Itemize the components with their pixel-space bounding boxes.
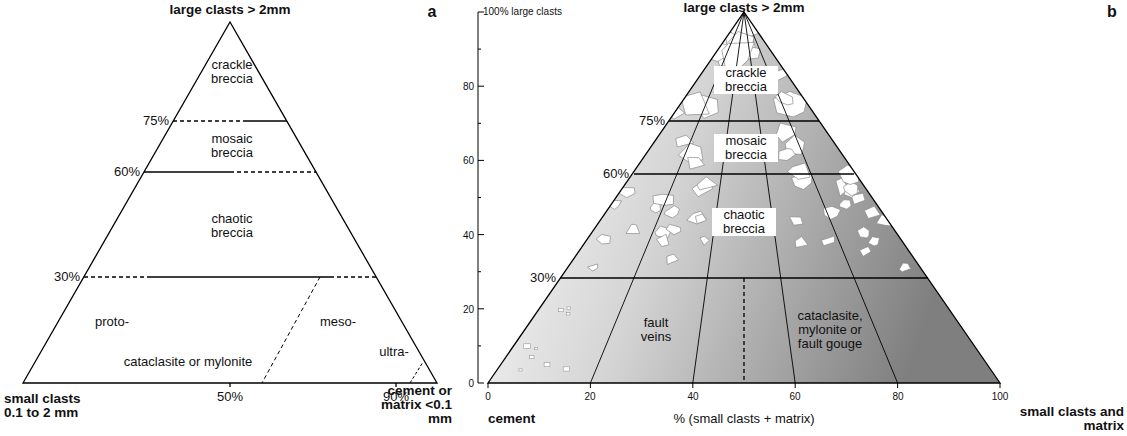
clast [789,217,803,226]
tick [488,383,489,388]
clast [795,236,808,247]
clast [566,313,570,316]
axis-number: 60 [463,155,474,166]
clast-texture [519,4,911,371]
clast [544,363,550,367]
axis-number: 60 [789,391,800,402]
clast [839,200,851,209]
clast [596,235,610,244]
panel-letter: a [428,5,437,19]
clast [899,263,910,272]
panel-letter: b [1107,5,1117,19]
field-label: meso- [320,315,356,329]
tick [478,345,481,346]
clast [626,224,640,233]
axis-number: 80 [892,391,903,402]
field-label: proto- [95,315,129,329]
axis-title: 100% large clasts [483,6,562,17]
field-label: cataclasite, mylonite or fault gouge [787,309,873,351]
field-label: cataclasite or mylonite [124,355,253,369]
axis-number: 40 [687,391,698,402]
tick [795,383,796,388]
clast [519,369,522,371]
corner-label: small clasts 0.1 to 2 mm [4,392,99,420]
clast [697,177,718,190]
corner-label: cement [488,412,535,426]
clast [666,224,681,234]
clast [779,149,796,161]
field-label: chaotic breccia [712,208,776,236]
clast [559,309,564,312]
percent-label: 60% [603,167,629,181]
clast [667,254,679,264]
tick [897,383,898,388]
clast [567,307,570,309]
tick [478,271,481,272]
clast [563,367,569,371]
field-label: chaotic breccia [202,212,262,240]
percent-label: 75% [639,114,665,128]
clast [788,163,811,179]
clast [857,227,869,238]
percent-label: 30% [530,271,556,285]
percent-label: 50% [217,390,243,404]
clast [864,206,880,219]
tick [478,234,484,235]
clast [687,211,707,224]
clast [681,92,709,115]
clast [688,157,705,169]
corner-label: cement or matrix <0.1 mm [374,384,452,426]
percent-label: 30% [54,270,80,284]
tick [478,160,484,161]
axis-number: 0 [485,391,491,402]
percent-label: 75% [143,114,169,128]
tick [478,86,484,87]
clast [700,236,709,245]
clast [821,236,834,246]
axis-number: 20 [584,391,595,402]
field-label: fault veins [634,316,678,344]
axis-number: 100 [992,391,1009,402]
triangle-b [478,4,1000,388]
axis-number: 20 [463,304,474,315]
field-label: crackle breccia [714,66,778,94]
clast [776,123,796,142]
clast [664,206,679,218]
clast [534,348,537,350]
axis-number: 80 [463,81,474,92]
field-label: mosaic breccia [202,132,262,160]
field-label: crackle breccia [202,58,262,86]
clast [653,194,674,205]
tick [478,49,481,50]
clast [868,237,879,246]
tick [478,383,484,384]
apex-label: large clasts > 2mm [683,1,804,15]
clast [823,206,840,219]
apex-label: large clasts > 2mm [169,3,290,17]
axis-number: 40 [463,230,474,241]
corner-label: small clasts and matrix [1004,405,1124,433]
clast [657,234,669,246]
clast [860,247,871,257]
axis-title: % (small clasts + matrix) [673,412,814,426]
tick [478,197,481,198]
clast [619,188,636,198]
tick [478,123,481,124]
field-label: mosaic breccia [714,134,778,162]
field-label: ultra- [379,345,409,359]
clast [530,356,535,359]
percent-label: 60% [114,165,140,179]
clast [695,214,706,224]
clast [588,264,598,271]
tick [478,308,484,309]
tick [1000,383,1001,388]
axis-number: 0 [468,378,474,389]
tick [590,383,591,388]
triangle-a [23,22,437,387]
tick [692,383,693,388]
clast [524,344,531,349]
